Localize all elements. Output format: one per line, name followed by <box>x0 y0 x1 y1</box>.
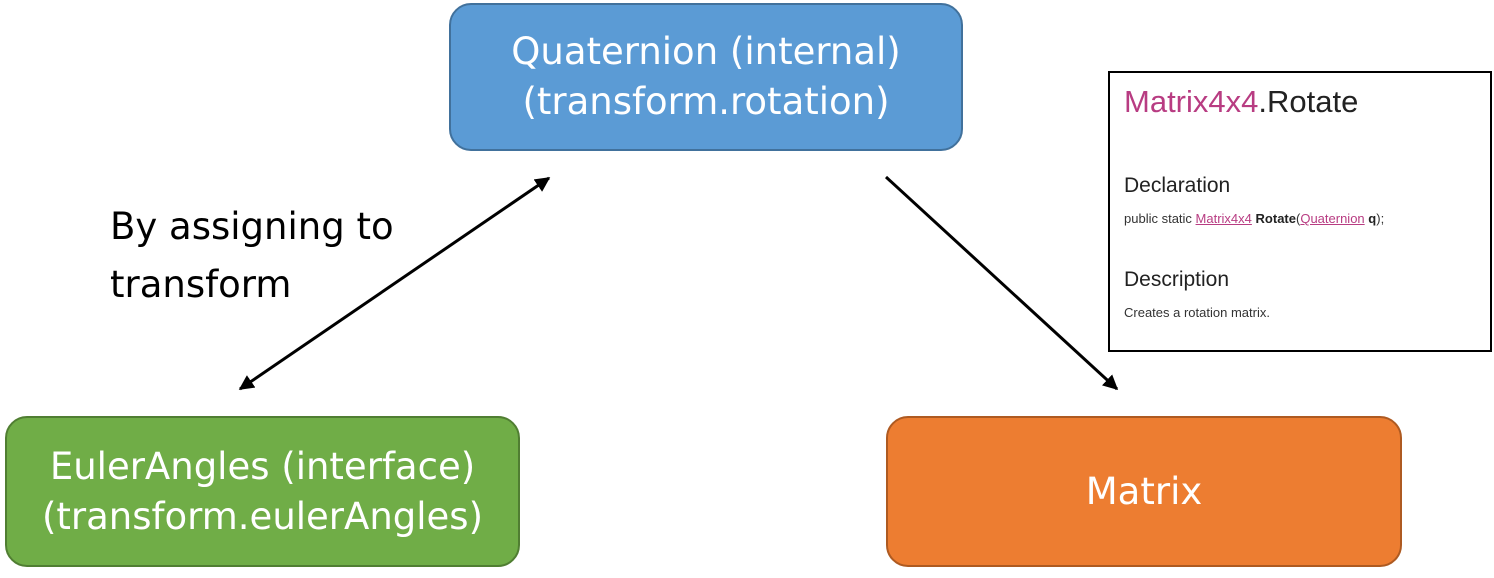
euler-angles-node-title: EulerAngles (interface) <box>49 444 476 488</box>
declaration-close: ); <box>1376 211 1385 226</box>
description-heading: Description <box>1124 268 1230 291</box>
doc-title-separator: . <box>1258 84 1267 119</box>
param-type-link[interactable]: Quaternion <box>1300 211 1365 226</box>
quaternion-node-subtitle: (transform.rotation) <box>522 80 890 123</box>
quaternion-node: Quaternion (internal) (transform.rotatio… <box>449 3 963 151</box>
euler-angles-node-subtitle: (transform.eulerAngles) <box>41 494 484 538</box>
return-type-link[interactable]: Matrix4x4 <box>1195 211 1252 226</box>
edge-label-line2: transform <box>110 263 292 306</box>
declaration-open-paren: ( <box>1295 211 1301 226</box>
arrow-quaternion-to-matrix <box>884 175 1119 391</box>
doc-title-class[interactable]: Matrix4x4 <box>1124 84 1259 119</box>
param-name: q <box>1368 211 1377 226</box>
description-text: Creates a rotation matrix. <box>1124 305 1270 320</box>
api-doc-panel: Matrix4x4.Rotate Declaration public stat… <box>1108 71 1492 352</box>
euler-angles-node: EulerAngles (interface) (transform.euler… <box>5 416 520 567</box>
doc-title-method: Rotate <box>1267 84 1359 119</box>
declaration-text: public static Matrix4x4 Rotate(Quaternio… <box>1124 211 1476 227</box>
declaration-prefix: public static <box>1124 211 1192 226</box>
edge-label: By assigning to transform <box>110 198 394 314</box>
matrix-node: Matrix <box>886 416 1402 567</box>
declaration-method-name: Rotate <box>1255 211 1296 226</box>
doc-title: Matrix4x4.Rotate <box>1124 83 1476 121</box>
edge-label-line1: By assigning to <box>110 205 394 248</box>
matrix-node-title: Matrix <box>1085 469 1203 513</box>
quaternion-node-title: Quaternion (internal) <box>511 30 901 73</box>
declaration-heading: Declaration <box>1124 174 1231 197</box>
arrow-euler-quaternion-bidirectional <box>238 176 551 391</box>
